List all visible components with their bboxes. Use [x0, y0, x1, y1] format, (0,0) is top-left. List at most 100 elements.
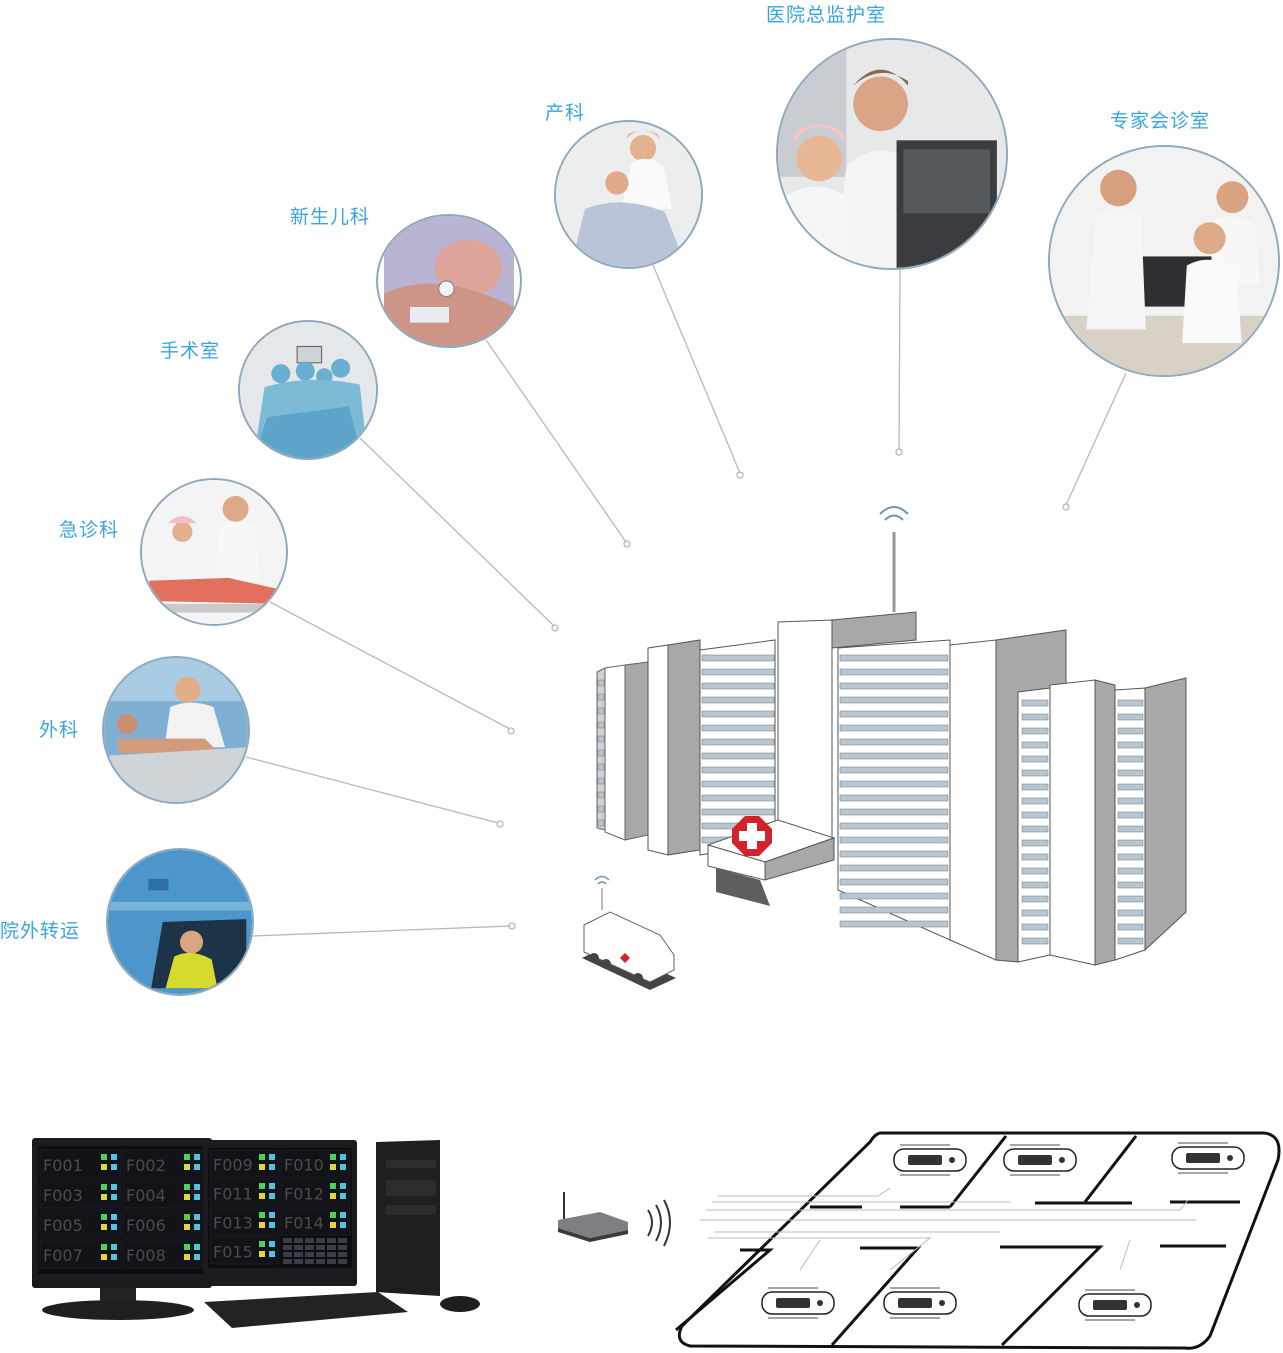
bed-id-label: F014 [284, 1213, 324, 1232]
line-end-surgery [496, 820, 504, 828]
doctors-consulting-icon [1050, 147, 1278, 375]
building-window [839, 780, 949, 788]
building-window [597, 763, 605, 771]
building-window [701, 752, 775, 760]
bed-id-label: F007 [43, 1246, 83, 1265]
building-window [839, 682, 949, 690]
ward-floorplan [675, 1131, 1281, 1350]
bed-tile: F011 [209, 1178, 280, 1207]
line-surgery [245, 756, 499, 824]
bed-tile: F002 [122, 1149, 205, 1179]
keypad-key [305, 1245, 314, 1250]
building-window [1021, 839, 1049, 847]
label-surgery: 外科 [39, 719, 80, 741]
patient-bed-icon [1003, 1144, 1077, 1176]
building-window [1117, 909, 1144, 917]
building-window [839, 808, 949, 816]
keypad-key [294, 1238, 303, 1243]
building-window [1021, 825, 1049, 833]
line-consultation [1065, 372, 1127, 506]
building-window [1117, 699, 1144, 707]
building-window [1021, 867, 1049, 875]
photo-obstetrics [554, 120, 703, 269]
corridor-lines [700, 1187, 1196, 1271]
building-window [839, 864, 949, 872]
ambulance-driver-icon [108, 850, 252, 994]
building-window [701, 808, 775, 816]
label-neonatal: 新生儿科 [290, 206, 371, 228]
building-window [1117, 825, 1144, 833]
bed-tile: F010 [280, 1149, 351, 1178]
bed-tile: F015 [209, 1236, 280, 1265]
antenna-signal-icon [879, 506, 909, 521]
building-window [839, 906, 949, 914]
bed-tile: F014 [280, 1207, 351, 1236]
building-window [701, 794, 775, 802]
keypad-key [294, 1259, 303, 1264]
bed-tile: F001 [39, 1149, 122, 1179]
building-window [701, 682, 775, 690]
ambulance-icon [582, 875, 676, 990]
building-window [1117, 853, 1144, 861]
line-transport [252, 925, 511, 937]
keypad-key [327, 1245, 336, 1250]
building-window [839, 878, 949, 886]
building-window [1021, 797, 1049, 805]
building-window [1021, 713, 1049, 721]
building-window [839, 668, 949, 676]
building-window [1117, 797, 1144, 805]
building-window [1117, 923, 1144, 931]
building-window [839, 696, 949, 704]
keypad-key [305, 1259, 314, 1264]
building-window [597, 721, 605, 729]
building-window [839, 920, 949, 928]
photo-consultation [1048, 145, 1280, 377]
keypad-key [283, 1259, 292, 1264]
patient-bed-icon [883, 1287, 957, 1319]
bed-id-label: F005 [43, 1216, 83, 1235]
patient-bed-icon [1171, 1142, 1245, 1174]
line-end-emergency [507, 727, 515, 735]
bed-id-label: F011 [213, 1184, 253, 1203]
keypad-key [316, 1252, 325, 1257]
building-window [1117, 839, 1144, 847]
keypad-key [294, 1245, 303, 1250]
building-window [1117, 937, 1144, 945]
building-window [1117, 741, 1144, 749]
building-window [597, 735, 605, 743]
building-window [1117, 769, 1144, 777]
label-operating-room: 手术室 [160, 340, 221, 362]
bed-id-label: F015 [213, 1242, 253, 1261]
keypad-key [327, 1259, 336, 1264]
label-emergency: 急诊科 [59, 519, 120, 541]
bed-id-label: F009 [213, 1155, 253, 1174]
building-window [1021, 783, 1049, 791]
patient-bed-icon [893, 1144, 967, 1176]
building-window [1021, 909, 1049, 917]
bed-tile: F003 [39, 1179, 122, 1209]
keypad-key [316, 1238, 325, 1243]
line-emergency [269, 601, 511, 730]
building-window [839, 822, 949, 830]
surgeons-operating-icon [240, 322, 376, 458]
building-window [1021, 741, 1049, 749]
photo-emergency [140, 478, 288, 626]
building-window [839, 836, 949, 844]
computer-tower [376, 1140, 440, 1296]
mouse-icon [440, 1296, 480, 1312]
building-window [839, 766, 949, 774]
building-window [839, 738, 949, 746]
building-window [1117, 867, 1144, 875]
building-window [1021, 755, 1049, 763]
bed-tile: F005 [39, 1209, 122, 1239]
bed-tile: F004 [122, 1179, 205, 1209]
bed-tile: F012 [280, 1178, 351, 1207]
building-window [1117, 895, 1144, 903]
line-central [898, 269, 901, 451]
bed-id-label: F008 [126, 1246, 166, 1265]
keypad-key [283, 1238, 292, 1243]
photo-transport [106, 848, 254, 996]
label-obstetrics: 产科 [545, 102, 586, 124]
